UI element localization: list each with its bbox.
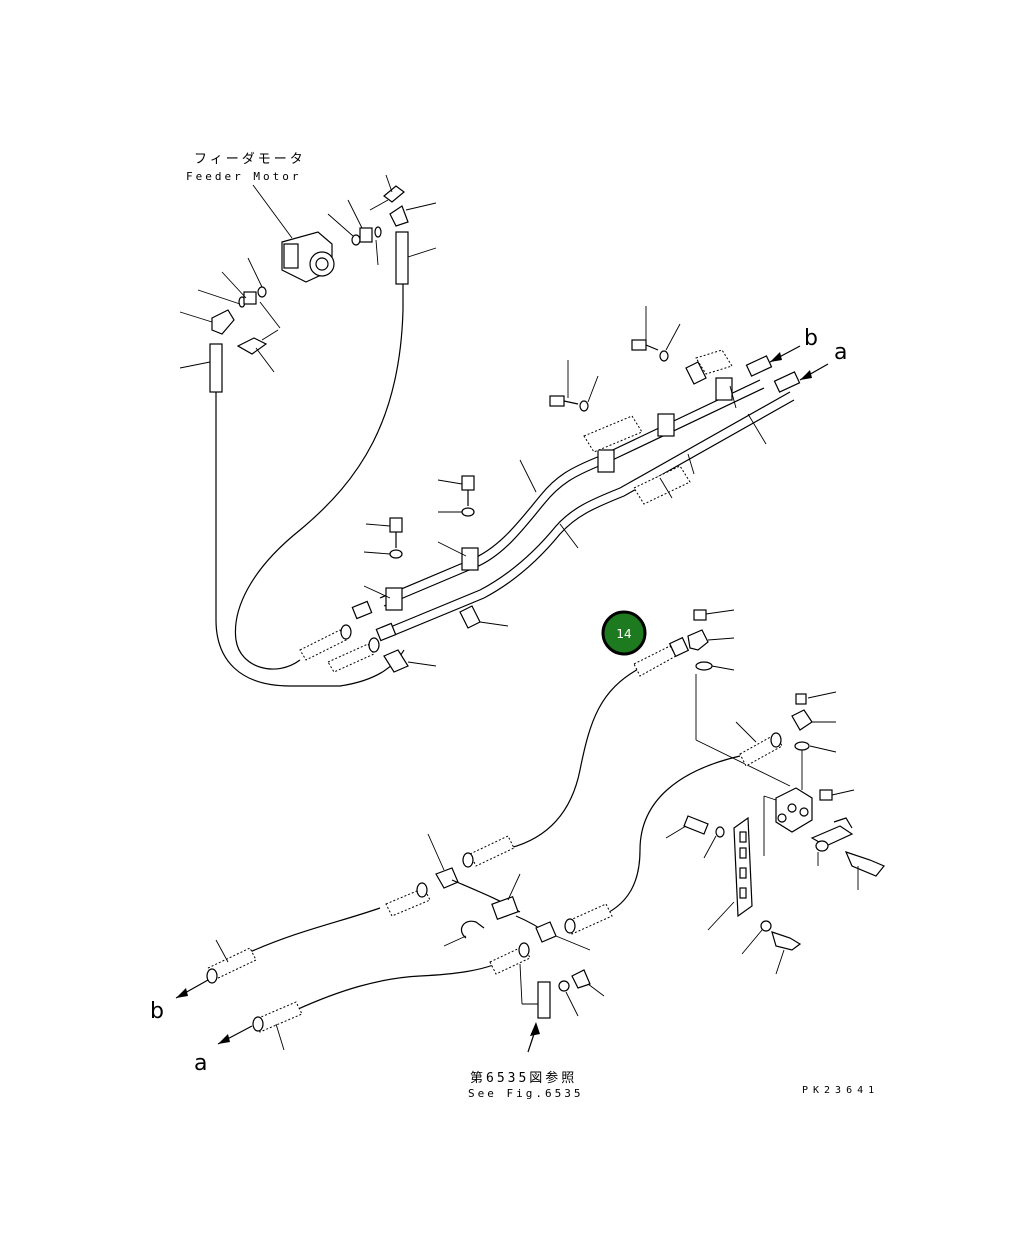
- feeder-motor-assembly: フィーダモータ Feeder Motor: [179, 152, 437, 393]
- callout-14-marker[interactable]: [601, 610, 647, 656]
- feeder-motor-label-en: Feeder Motor: [186, 170, 301, 183]
- drawing-code: PK23641: [802, 1085, 879, 1096]
- connector-a-top: a: [834, 340, 847, 365]
- feeder-motor-label-jp: フィーダモータ: [194, 152, 306, 167]
- see-fig-label-en: See Fig.6535: [468, 1087, 583, 1100]
- callout-14[interactable]: 14: [601, 610, 647, 656]
- connector-b-bottom: b: [150, 999, 164, 1024]
- valve-assembly: [665, 691, 885, 975]
- callout-14-number: 14: [616, 627, 631, 641]
- connector-b-top: b: [804, 326, 818, 351]
- pipe-assembly: b a: [351, 306, 847, 673]
- see-fig-label-jp: 第6535図参照: [470, 1070, 577, 1086]
- connector-a-bottom: a: [194, 1051, 207, 1076]
- lower-hose-assembly: b a: [150, 609, 791, 1076]
